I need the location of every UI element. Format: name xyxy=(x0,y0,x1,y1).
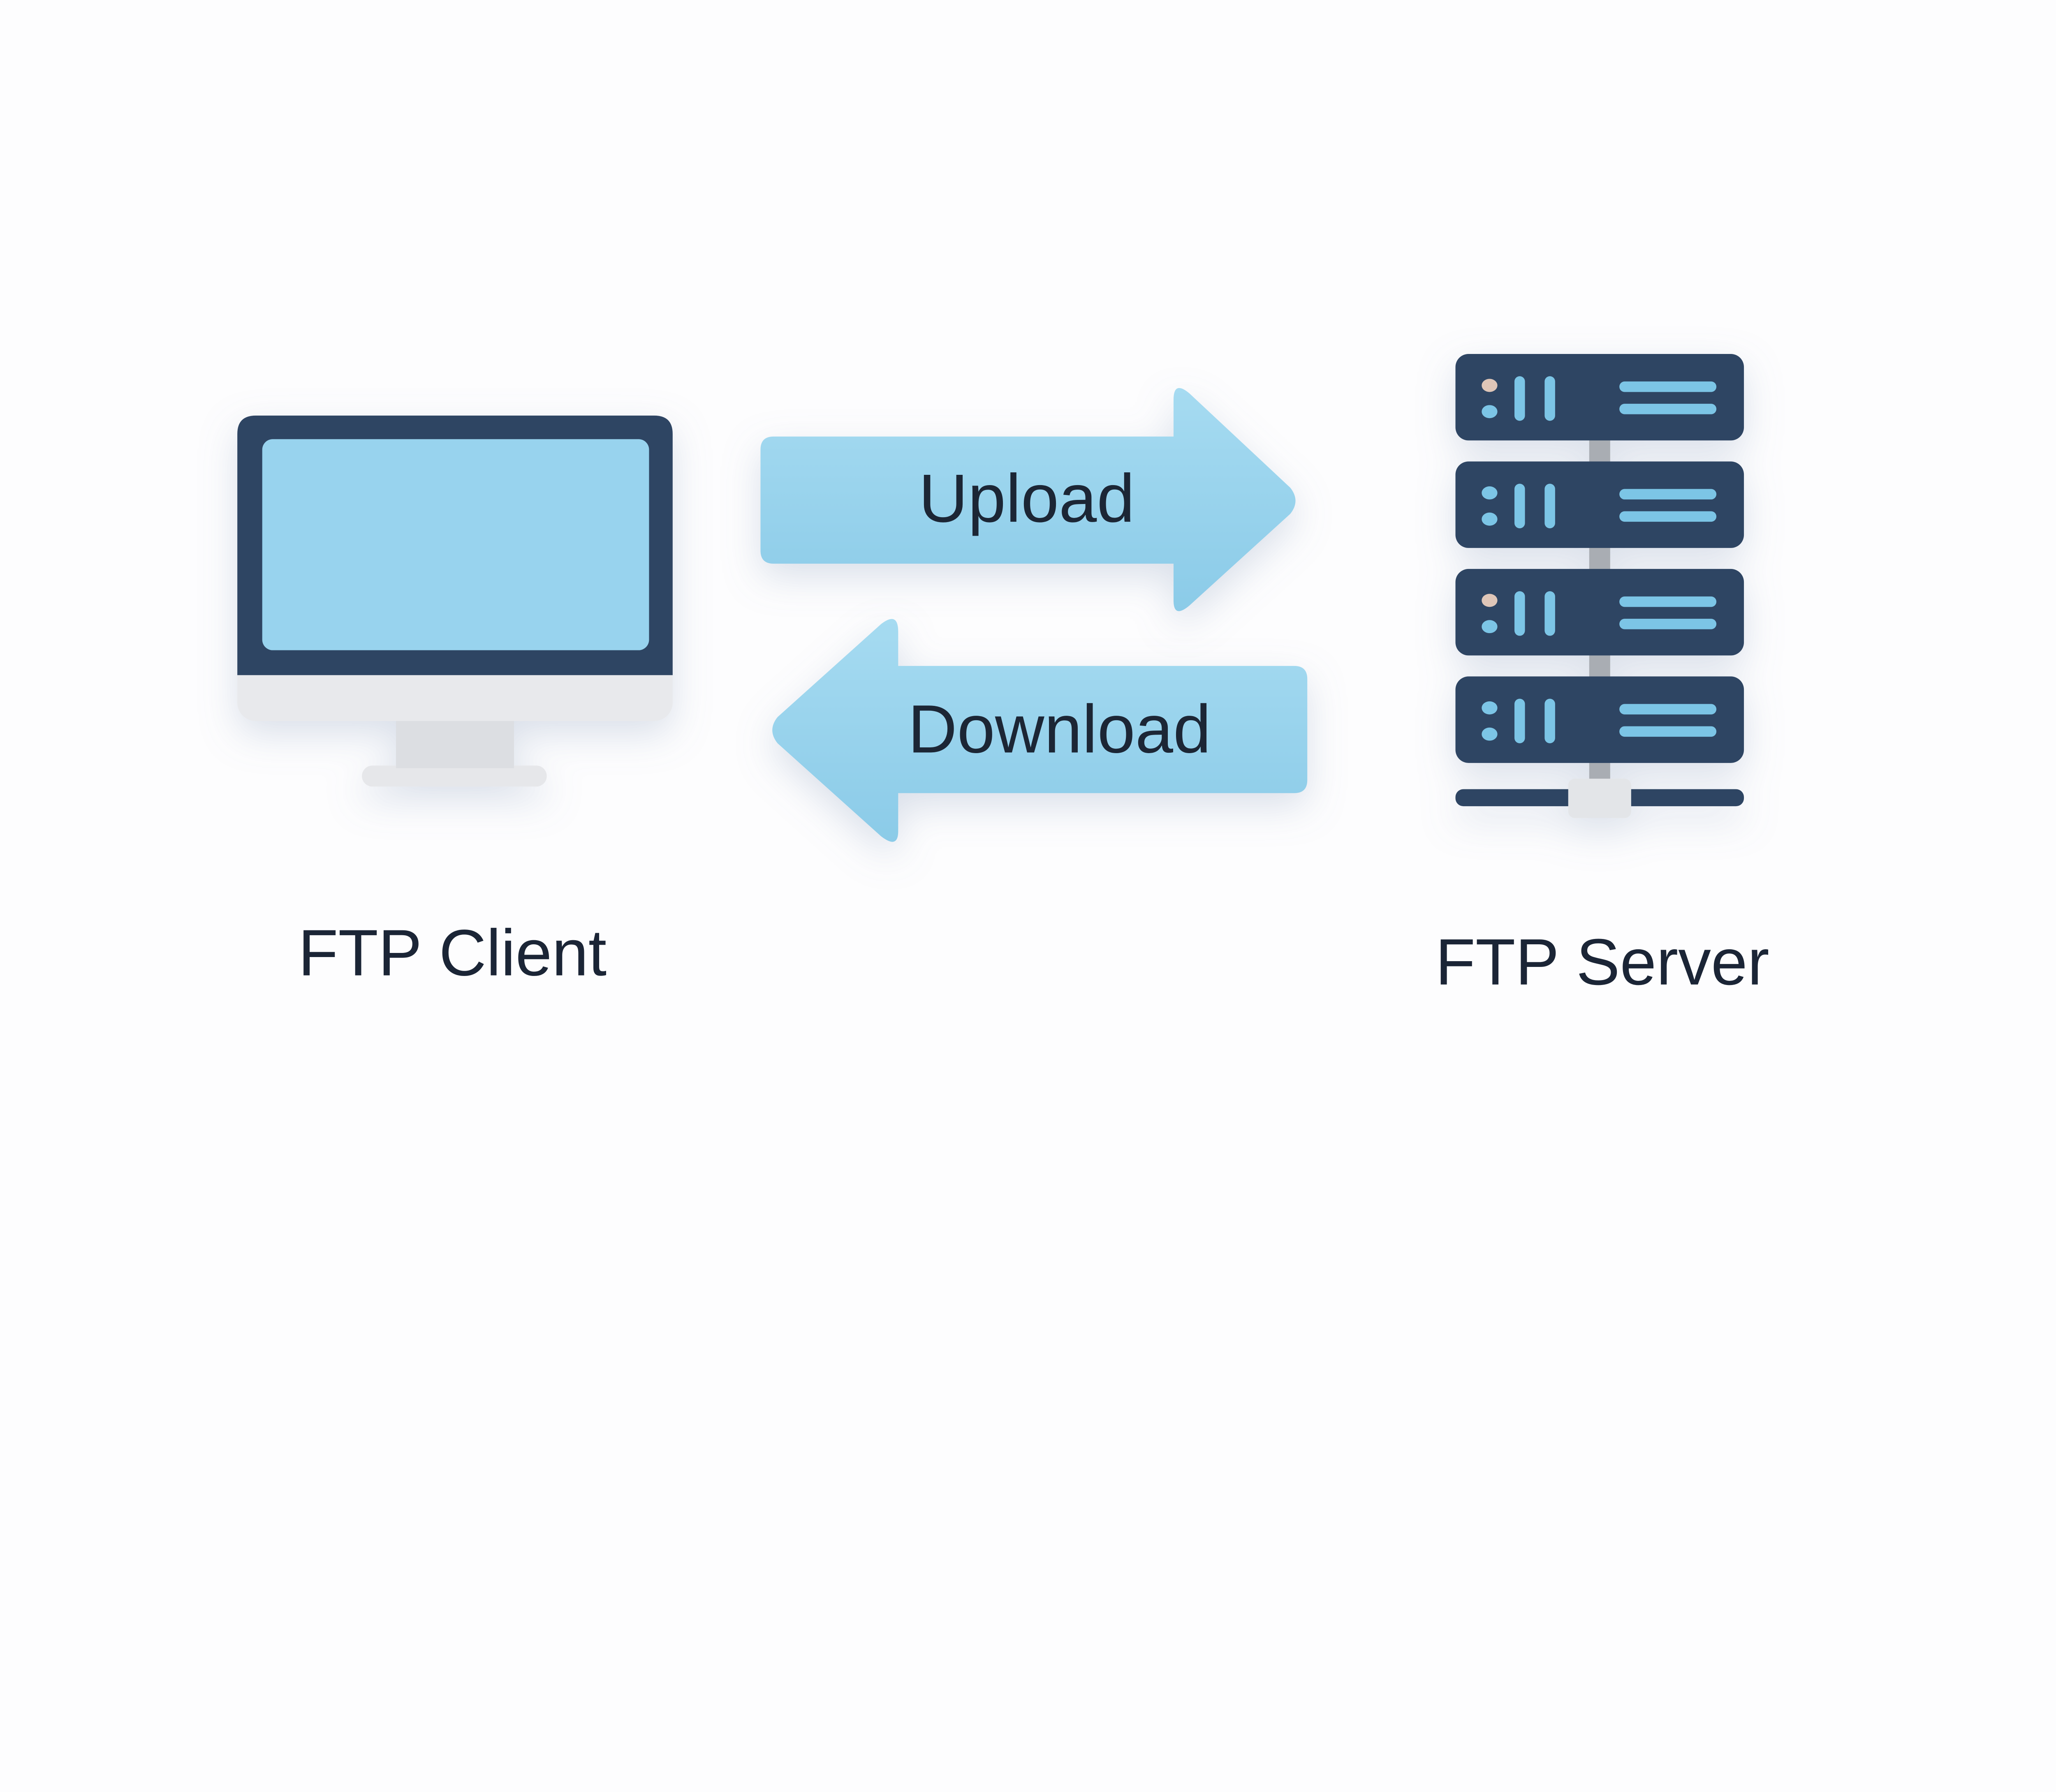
upload-arrow: Upload xyxy=(760,388,1296,611)
server-unit xyxy=(1455,461,1744,548)
ftp-server-label: FTP Server xyxy=(1435,925,1769,999)
server-unit xyxy=(1455,354,1744,441)
ftp-client-label: FTP Client xyxy=(298,916,607,989)
status-led xyxy=(1482,379,1498,392)
server-unit-body xyxy=(1455,461,1744,548)
server-unit-body xyxy=(1455,354,1744,441)
vent-line xyxy=(1619,704,1717,714)
drive-slot xyxy=(1544,591,1555,636)
server-unit-body xyxy=(1455,676,1744,763)
upload-label: Upload xyxy=(919,460,1135,536)
drive-slot xyxy=(1514,698,1525,744)
monitor-screen xyxy=(262,439,649,650)
status-led xyxy=(1482,620,1498,634)
server-connector xyxy=(1568,779,1631,818)
status-led xyxy=(1482,727,1498,741)
vent-line xyxy=(1619,596,1717,607)
server-unit-body xyxy=(1455,569,1744,656)
drive-slot xyxy=(1544,483,1555,529)
server-rack-icon xyxy=(1455,354,1744,818)
drive-slot xyxy=(1544,376,1555,421)
vent-line xyxy=(1619,404,1717,414)
drive-slot xyxy=(1544,698,1555,744)
server-units xyxy=(1455,354,1744,763)
status-led xyxy=(1482,701,1498,714)
server-unit xyxy=(1455,676,1744,763)
vent-line xyxy=(1619,511,1717,522)
vent-line xyxy=(1619,619,1717,629)
ftp-diagram: Upload Download FTP Client FTP Server xyxy=(237,354,1769,999)
vent-line xyxy=(1619,726,1717,737)
vent-line xyxy=(1619,489,1717,499)
server-unit xyxy=(1455,569,1744,656)
monitor-stand-neck xyxy=(396,718,514,768)
monitor-stand-base xyxy=(362,765,547,787)
status-led xyxy=(1482,512,1498,526)
desktop-monitor-icon xyxy=(237,415,673,787)
status-led xyxy=(1482,594,1498,607)
status-led xyxy=(1482,405,1498,419)
vent-line xyxy=(1619,381,1717,392)
download-arrow-shape xyxy=(772,619,1308,842)
drive-slot xyxy=(1514,376,1525,421)
drive-slot xyxy=(1514,483,1525,529)
upload-arrow-shape xyxy=(760,388,1296,611)
drive-slot xyxy=(1514,591,1525,636)
download-label: Download xyxy=(908,691,1211,767)
status-led xyxy=(1482,486,1498,499)
download-arrow: Download xyxy=(772,619,1308,842)
